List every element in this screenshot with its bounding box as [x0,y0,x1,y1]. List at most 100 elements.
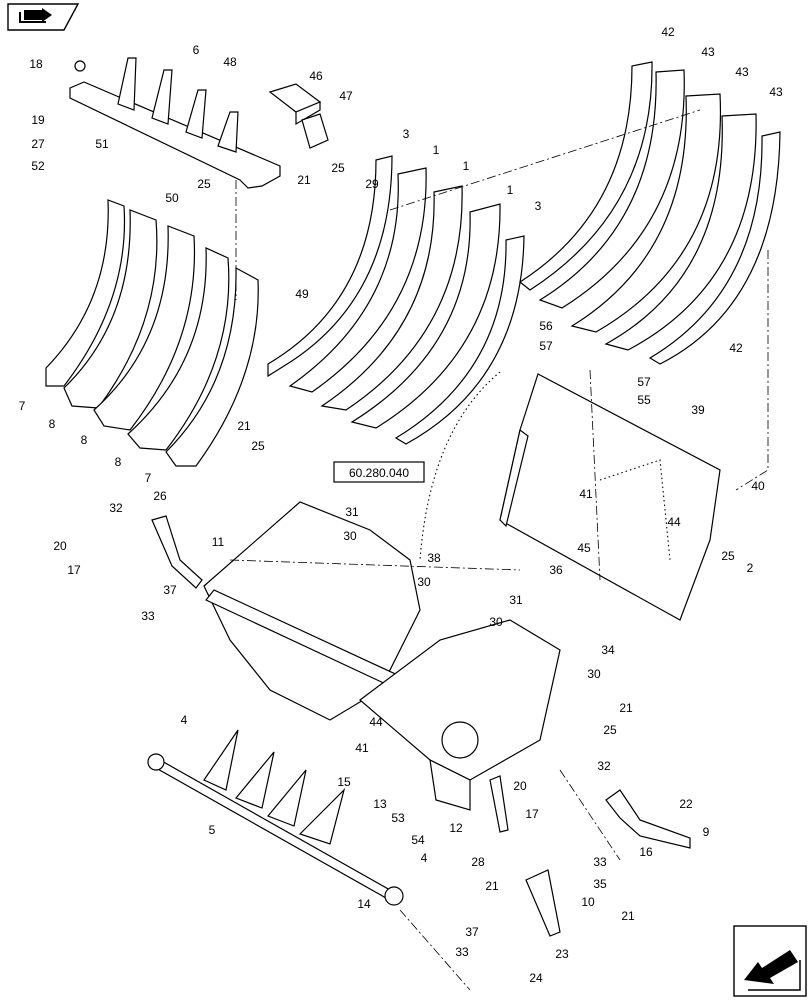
book-open-arrow-icon[interactable] [7,3,80,31]
callout-25[interactable]: 25 [251,439,265,453]
callout-25[interactable]: 25 [721,549,735,563]
callout-1[interactable]: 1 [507,183,514,197]
callout-33[interactable]: 33 [455,945,469,959]
callout-33[interactable]: 33 [141,609,155,623]
callout-34[interactable]: 34 [601,643,615,657]
callout-24[interactable]: 24 [529,971,543,985]
callout-30[interactable]: 30 [587,667,601,681]
next-page-arrow-icon[interactable] [733,925,807,997]
callout-14[interactable]: 14 [357,897,371,911]
callout-13[interactable]: 13 [373,797,387,811]
callout-9[interactable]: 9 [703,825,710,839]
callout-38[interactable]: 38 [427,551,441,565]
callout-44[interactable]: 44 [667,515,681,529]
callout-46[interactable]: 46 [309,69,323,83]
callout-51[interactable]: 51 [95,137,109,151]
callout-23[interactable]: 23 [555,947,569,961]
callout-47[interactable]: 47 [339,89,353,103]
callout-33[interactable]: 33 [593,855,607,869]
callout-55[interactable]: 55 [637,393,651,407]
callout-19[interactable]: 19 [31,113,45,127]
lever-11 [151,515,203,589]
callout-35[interactable]: 35 [593,877,607,891]
reference-box[interactable]: 60.280.040 [333,461,425,483]
callout-8[interactable]: 8 [49,417,56,431]
callout-30[interactable]: 30 [343,529,357,543]
callout-21[interactable]: 21 [297,173,311,187]
callout-25[interactable]: 25 [603,723,617,737]
callout-43[interactable]: 43 [735,65,749,79]
callout-15[interactable]: 15 [337,775,351,789]
callout-26[interactable]: 26 [153,489,167,503]
callout-21[interactable]: 21 [619,701,633,715]
callout-16[interactable]: 16 [639,845,653,859]
callout-3[interactable]: 3 [403,127,410,141]
callout-11[interactable]: 11 [212,535,225,549]
callout-48[interactable]: 48 [223,55,237,69]
callout-37[interactable]: 37 [465,925,479,939]
callout-22[interactable]: 22 [679,797,693,811]
callout-45[interactable]: 45 [577,541,591,555]
callout-40[interactable]: 40 [751,479,765,493]
callout-31[interactable]: 31 [345,505,359,519]
left-guides [45,199,259,467]
callout-18[interactable]: 18 [29,57,43,71]
callout-1[interactable]: 1 [463,159,470,173]
callout-36[interactable]: 36 [549,563,563,577]
callout-37[interactable]: 37 [163,583,177,597]
callout-21[interactable]: 21 [621,909,635,923]
callout-25[interactable]: 25 [331,161,345,175]
callout-21[interactable]: 21 [237,419,251,433]
callout-49[interactable]: 49 [295,287,309,301]
callout-57[interactable]: 57 [637,375,651,389]
callout-10[interactable]: 10 [581,895,595,909]
callout-27[interactable]: 27 [31,137,45,151]
callout-29[interactable]: 29 [365,177,379,191]
callout-57[interactable]: 57 [539,339,553,353]
callout-52[interactable]: 52 [31,159,45,173]
callout-7[interactable]: 7 [145,471,152,485]
callout-43[interactable]: 43 [769,85,783,99]
callout-labels: 4243434318648464719275251255021253129113… [19,25,783,985]
callout-20[interactable]: 20 [513,779,527,793]
callout-1[interactable]: 1 [433,143,440,157]
callout-5[interactable]: 5 [209,823,216,837]
callout-12[interactable]: 12 [449,821,463,835]
callout-32[interactable]: 32 [109,501,123,515]
callout-32[interactable]: 32 [597,759,611,773]
plate-47 [301,113,329,149]
callout-4[interactable]: 4 [181,713,188,727]
callout-31[interactable]: 31 [509,593,523,607]
callout-17[interactable]: 17 [67,563,81,577]
callout-53[interactable]: 53 [391,811,405,825]
callout-54[interactable]: 54 [411,833,425,847]
callout-41[interactable]: 41 [579,487,593,501]
leader-lines [229,109,769,991]
callout-30[interactable]: 30 [489,615,503,629]
middle-guides [267,155,525,445]
callout-3[interactable]: 3 [535,199,542,213]
callout-4[interactable]: 4 [421,851,428,865]
lever-9 [605,789,691,849]
callout-42[interactable]: 42 [661,25,675,39]
callout-42[interactable]: 42 [729,341,743,355]
callout-41[interactable]: 41 [355,741,369,755]
callout-8[interactable]: 8 [81,433,88,447]
callout-43[interactable]: 43 [701,45,715,59]
lever-12 [489,775,509,833]
callout-30[interactable]: 30 [417,575,431,589]
callout-21[interactable]: 21 [485,879,499,893]
callout-7[interactable]: 7 [19,399,26,413]
callout-44[interactable]: 44 [369,715,383,729]
callout-25[interactable]: 25 [197,177,211,191]
callout-20[interactable]: 20 [53,539,67,553]
callout-8[interactable]: 8 [115,455,122,469]
callout-39[interactable]: 39 [691,403,705,417]
callout-6[interactable]: 6 [193,43,200,57]
callout-2[interactable]: 2 [747,561,754,575]
callout-50[interactable]: 50 [165,191,179,205]
callout-28[interactable]: 28 [471,855,485,869]
callout-17[interactable]: 17 [525,807,539,821]
callout-56[interactable]: 56 [539,319,553,333]
